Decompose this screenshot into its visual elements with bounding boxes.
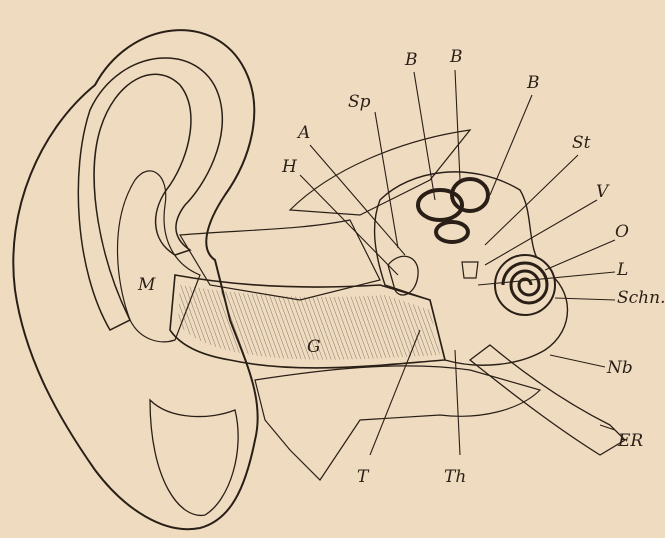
label-v: V	[596, 182, 610, 202]
label-g: G	[307, 337, 321, 357]
label-st: St	[572, 133, 591, 153]
label-th: Th	[444, 467, 466, 487]
label-schn: Schn.	[617, 288, 665, 308]
label-er: ER	[617, 431, 643, 451]
label-b-2: B	[449, 47, 463, 67]
label-l: L	[616, 260, 628, 280]
label-t: T	[357, 467, 370, 487]
label-m: M	[137, 275, 156, 295]
label-nb: Nb	[606, 358, 633, 378]
label-b-1: B	[404, 50, 418, 70]
label-h: H	[281, 157, 298, 177]
label-o: O	[615, 222, 629, 242]
label-b-3: B	[526, 73, 540, 93]
label-sp: Sp	[348, 92, 371, 112]
cochlea	[495, 255, 555, 315]
label-a: A	[296, 123, 310, 143]
